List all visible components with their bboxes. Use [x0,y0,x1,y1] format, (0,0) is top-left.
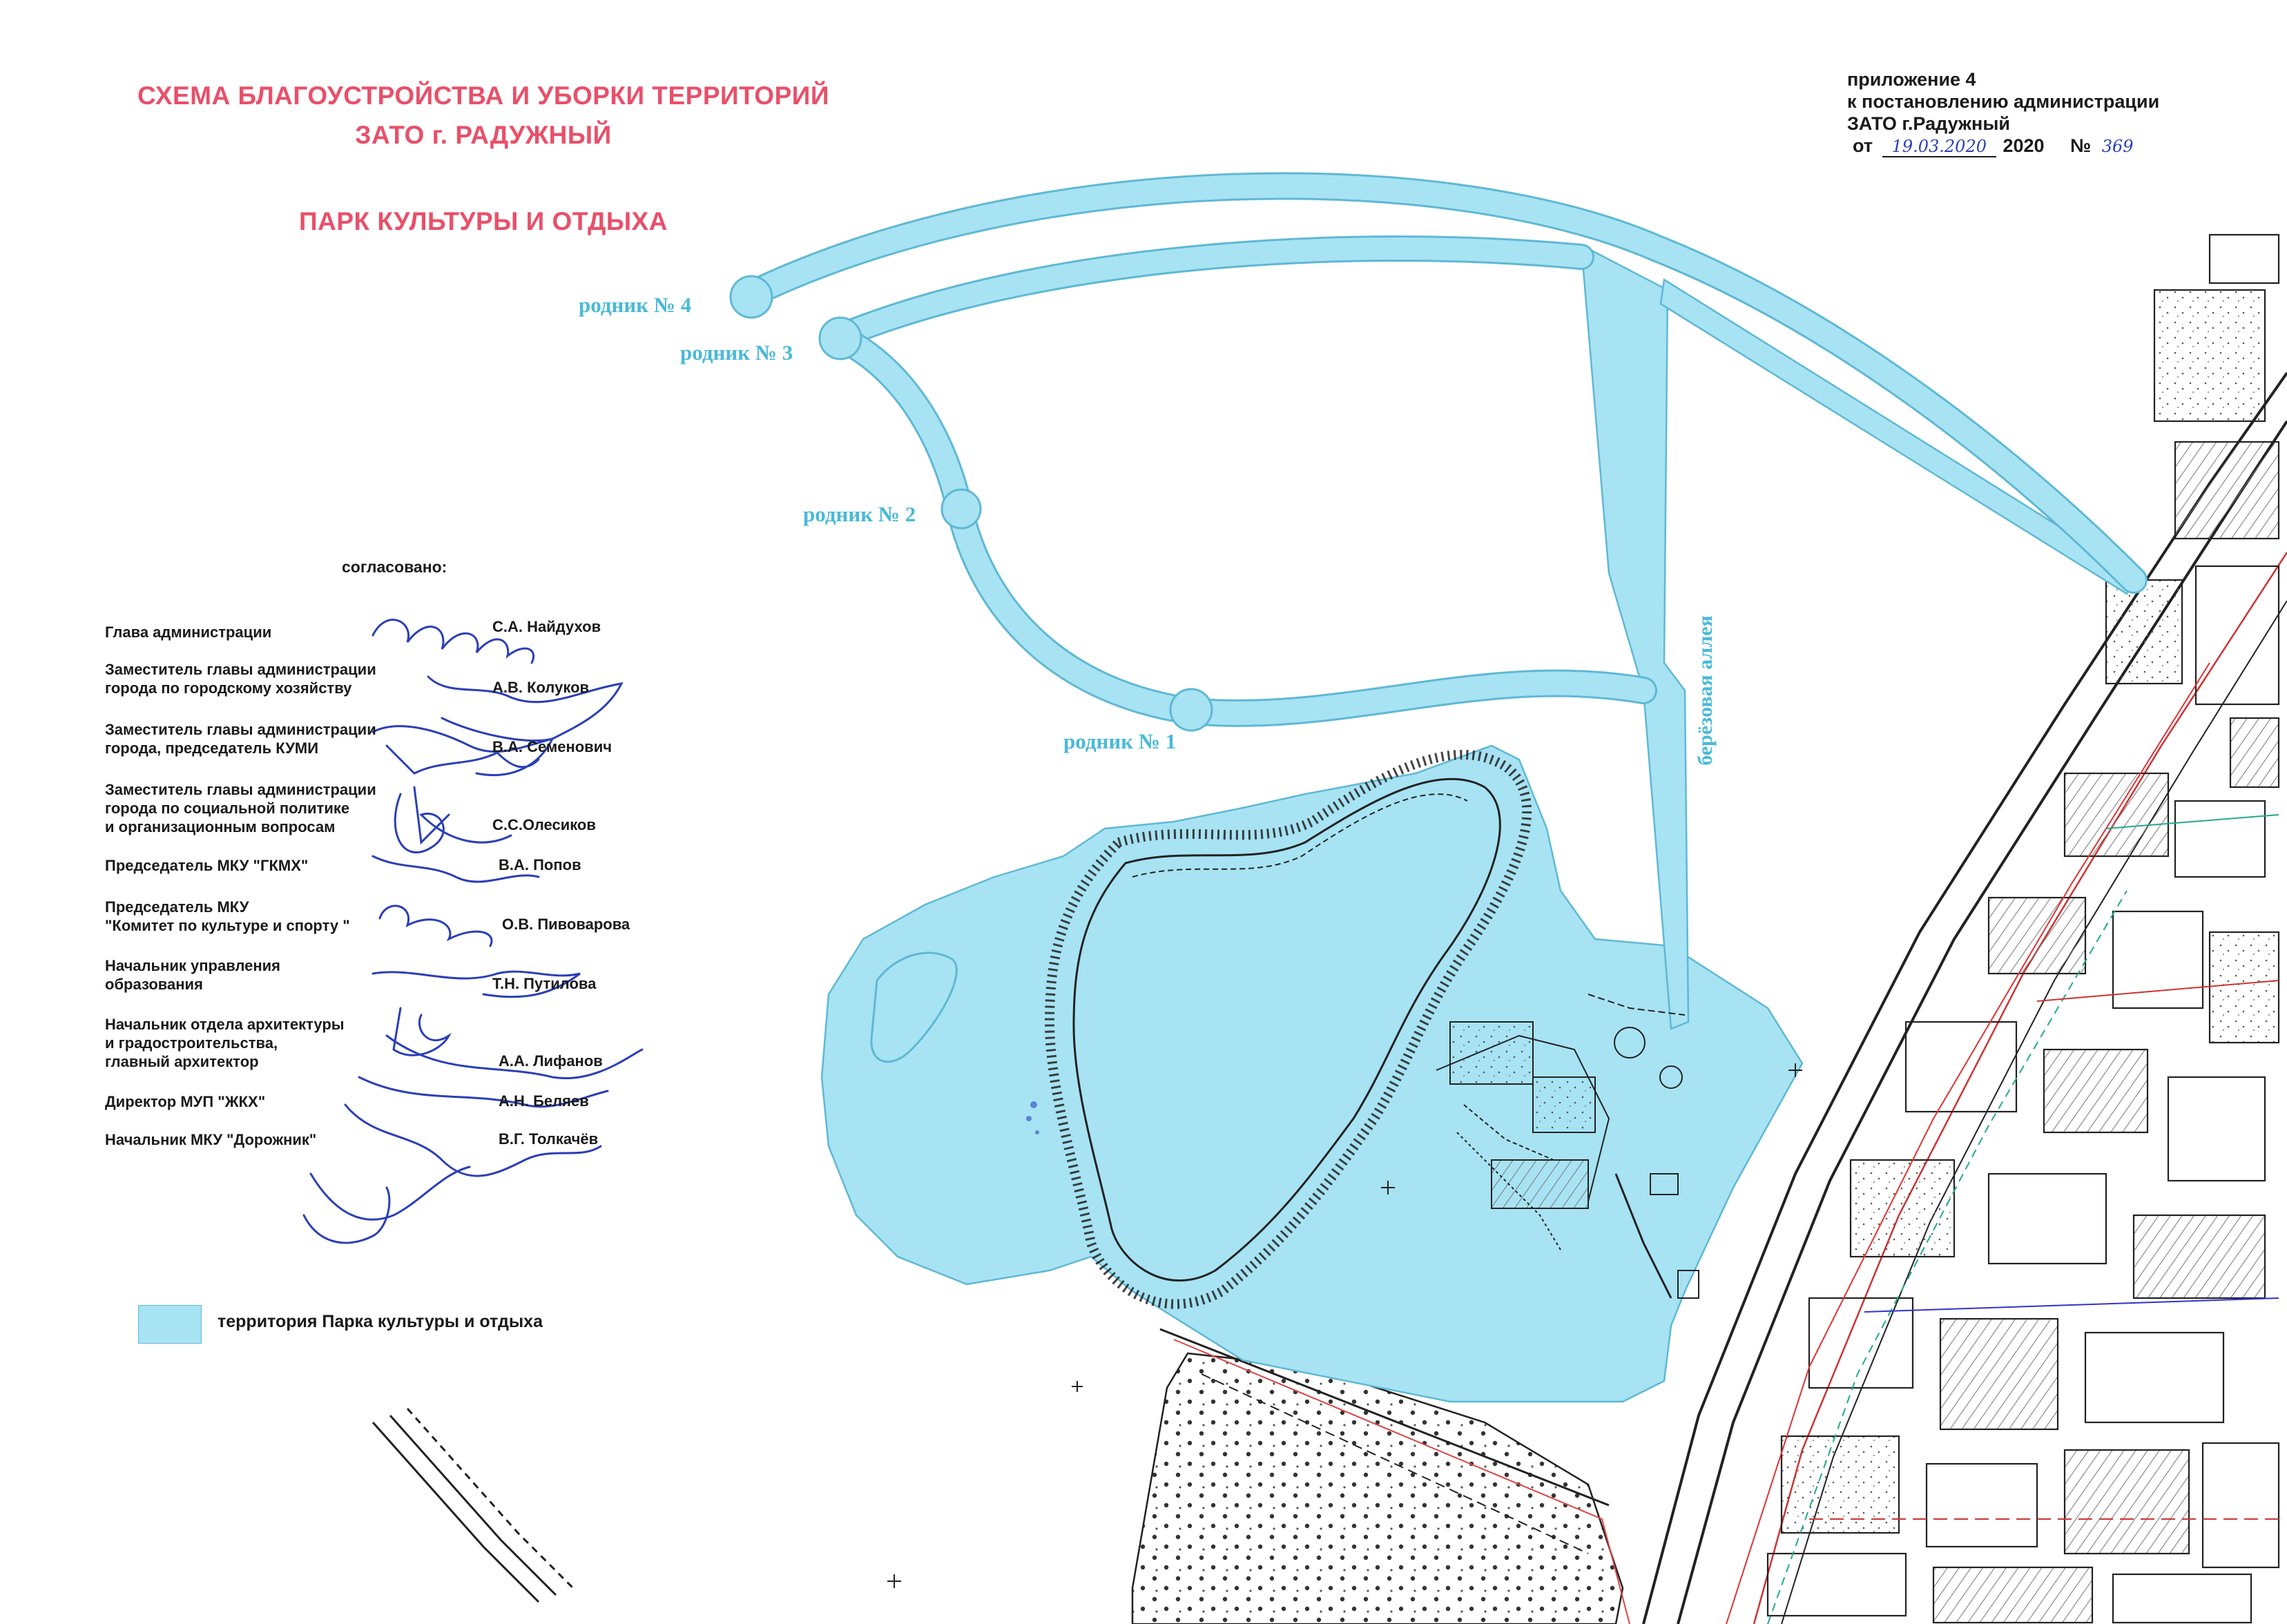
spring-4-marker [729,275,773,319]
spring-2-marker [940,488,982,530]
park-strip-east [1659,278,2135,595]
signatory-name-2: А.В. Колуков [492,679,590,696]
signatory-name-5: В.А. Попов [499,856,581,873]
appendix-line-2: к постановлению администрации [1847,91,2160,112]
road-bottom-left [371,1408,575,1603]
spring-1-label: родник № 1 [1063,729,1177,753]
pond-small [870,951,958,1063]
spring-3-label: родник № 3 [680,340,793,365]
signatory-position-8: Начальник отдела архитектуры и градостро… [105,1016,345,1070]
document-subtitle: ПАРК КУЛЬТУРЫ И ОТДЫХА [299,207,668,235]
date-year: 2020 [2003,135,2045,156]
signatory-position-4: Заместитель главы администрации города п… [105,781,376,835]
number-handwritten: 369 [2101,137,2134,156]
signatory-name-6: О.В. Пивоварова [502,916,630,933]
park-territory [820,243,2135,1403]
date-prefix: от [1853,135,1873,156]
spring-4-label: родник № 4 [579,293,692,317]
utility-lines [1726,662,2279,1624]
signatory-position-9: Директор МУП "ЖКХ" [105,1093,266,1110]
signatory-name-9: А.Н. Беляев [499,1092,589,1110]
date-handwritten: 19.03.2020 [1882,137,1996,157]
signatory-name-7: Т.Н. Путилова [492,975,597,992]
appendix-date-row: от 19.03.2020 2020 № 369 [1853,135,2134,157]
number-prefix: № [2070,135,2092,156]
legend-park-label: территория Парка культуры и отдыха [218,1312,543,1331]
signatory-name-4: С.С.Олесиков [492,816,596,833]
spring-1-marker [1169,688,1213,732]
signatory-position-3: Заместитель главы администрации города, … [105,721,376,757]
pond-outline [1044,750,1532,1309]
cross-marks [887,1063,1802,1588]
park-main-area [820,744,1804,1403]
city-blocks [1642,233,2287,1624]
signatory-position-6: Председатель МКУ "Комитет по культуре и … [105,898,350,934]
spring-paths [739,172,2148,727]
legend-park-swatch [138,1305,202,1344]
signatory-position-5: Председатель МКУ "ГКМХ" [105,857,309,874]
document-title: СХЕМА БЛАГОУСТРОЙСТВА И УБОРКИ ТЕРРИТОРИ… [137,81,829,110]
survey-cluster [1436,994,1699,1299]
birch-alley-label: берёзовая аллея [1694,615,1717,766]
signatory-position-10: Начальник МКУ "Дорожник" [105,1131,317,1148]
agreed-label: согласовано: [342,558,447,576]
appendix-line-1: приложение 4 [1847,69,1976,90]
birch-alley [1580,243,1690,1030]
spring-2-label: родник № 2 [803,502,916,526]
signatory-position-7: Начальник управления образования [105,957,281,993]
signatory-position-1: Глава администрации [105,624,272,641]
spring-markers [729,275,1213,732]
ink-spots [1026,1101,1039,1134]
appendix-line-3: ЗАТО г.Радужный [1847,113,2011,134]
signature-scribbles [302,619,644,1244]
signatory-name-8: А.А. Лифанов [499,1052,603,1070]
forest-area [1131,1328,1630,1624]
signatory-name-3: В.А. Семенович [492,738,612,755]
signatory-position-2: Заместитель главы администрации города п… [105,661,376,697]
document-title-city: ЗАТО г. РАДУЖНЫЙ [355,121,612,149]
signatory-name-1: С.А. Найдухов [492,618,601,635]
signatory-name-10: В.Г. Толкачёв [499,1130,599,1148]
spring-3-marker [818,316,862,360]
